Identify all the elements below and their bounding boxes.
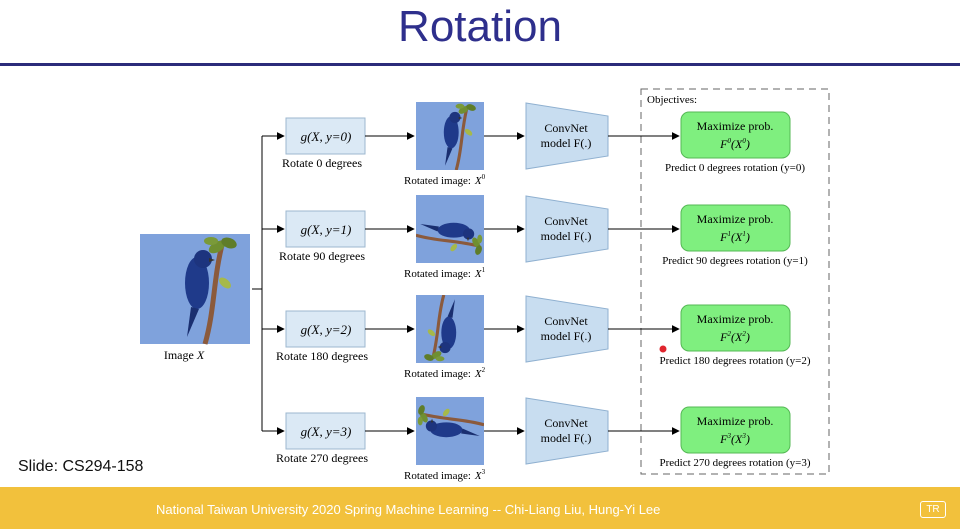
objective-formula: F3(X3) — [719, 432, 750, 446]
objective-box — [680, 304, 791, 352]
convnet-model — [525, 102, 609, 170]
objective-box — [680, 204, 791, 252]
rotated-image-caption: Rotated image:X2 — [404, 366, 486, 380]
slide-tag: Slide: CS294-158 — [18, 458, 144, 475]
footer-badge: TR — [920, 501, 946, 518]
model-label-2: model F(.) — [541, 229, 592, 243]
rotated-image — [416, 195, 484, 263]
rotated-image-caption: Rotated image:X1 — [404, 266, 486, 280]
title-rule — [0, 63, 960, 66]
model-label-1: ConvNet — [544, 214, 588, 228]
rotate-label: Rotate 180 degrees — [276, 349, 368, 363]
rotated-image — [416, 102, 484, 170]
model-label-2: model F(.) — [541, 329, 592, 343]
transform-label: g(X, y=2) — [301, 322, 352, 337]
rotate-label: Rotate 90 degrees — [279, 249, 365, 263]
input-image-label: Image X — [164, 348, 205, 362]
rotate-label: Rotate 0 degrees — [282, 156, 362, 170]
objective-label: Maximize prob. — [697, 119, 774, 133]
model-label-1: ConvNet — [544, 314, 588, 328]
objective-formula: F1(X1) — [719, 230, 750, 244]
transform-box — [285, 310, 366, 348]
objective-label: Maximize prob. — [697, 414, 774, 428]
objective-formula: F2(X2) — [719, 330, 750, 344]
transform-label: g(X, y=3) — [301, 424, 352, 439]
model-label-2: model F(.) — [541, 431, 592, 445]
rotate-label: Rotate 270 degrees — [276, 451, 368, 465]
objective-box — [680, 406, 791, 454]
footer-bar: National Taiwan University 2020 Spring M… — [0, 487, 960, 529]
predict-caption: Predict 0 degrees rotation (y=0) — [665, 162, 805, 174]
model-label-1: ConvNet — [544, 416, 588, 430]
objectives-frame — [640, 88, 830, 475]
input-image — [140, 234, 250, 344]
slide-title: Rotation — [398, 2, 562, 51]
predict-caption: Predict 270 degrees rotation (y=3) — [660, 457, 811, 469]
rotated-image — [416, 295, 484, 363]
rotated-image-caption: Rotated image:X3 — [404, 468, 486, 482]
objective-label: Maximize prob. — [697, 212, 774, 226]
transform-label: g(X, y=1) — [301, 222, 352, 237]
objective-box — [680, 111, 791, 159]
transform-box — [285, 412, 366, 450]
objective-formula: F0(X0) — [719, 137, 750, 151]
rotated-image — [416, 397, 484, 465]
objectives-title: Objectives: — [647, 94, 697, 106]
objective-label: Maximize prob. — [697, 312, 774, 326]
model-label-2: model F(.) — [541, 136, 592, 150]
pointer-dot — [659, 345, 667, 353]
convnet-model — [525, 397, 609, 465]
footer-credit: National Taiwan University 2020 Spring M… — [156, 502, 661, 517]
transform-label: g(X, y=0) — [301, 129, 352, 144]
transform-box — [285, 117, 366, 155]
predict-caption: Predict 90 degrees rotation (y=1) — [662, 255, 808, 267]
model-label-1: ConvNet — [544, 121, 588, 135]
convnet-model — [525, 195, 609, 263]
predict-caption: Predict 180 degrees rotation (y=2) — [660, 355, 811, 367]
rotated-image-caption: Rotated image:X0 — [404, 173, 486, 187]
convnet-model — [525, 295, 609, 363]
